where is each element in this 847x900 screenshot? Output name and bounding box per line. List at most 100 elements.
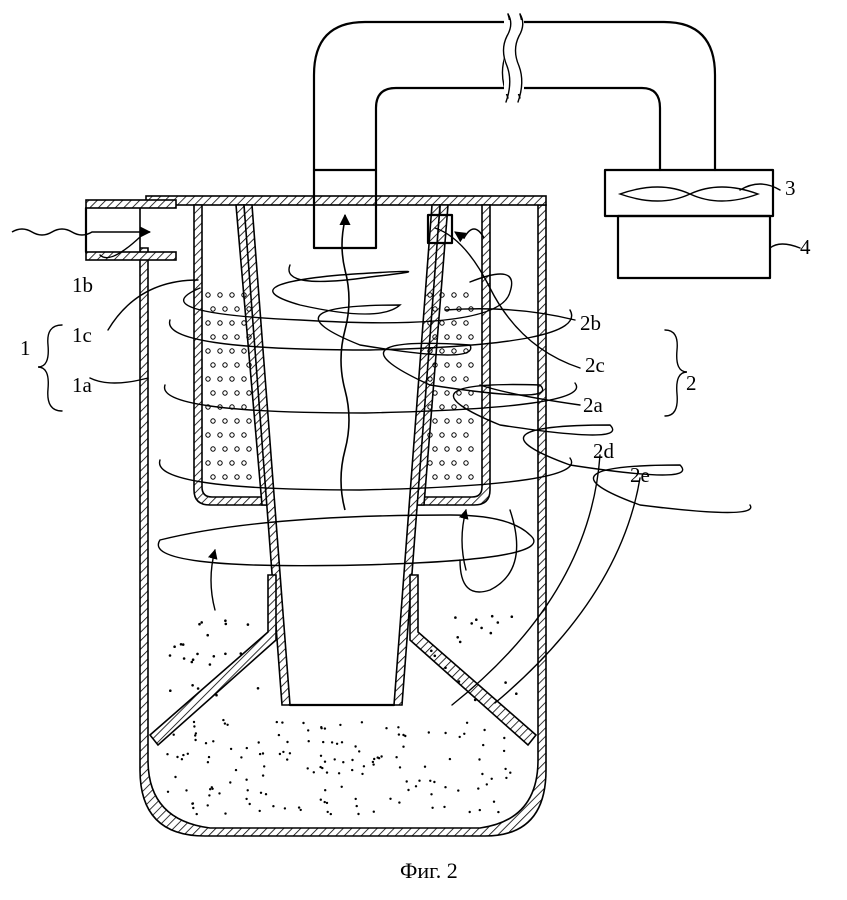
dust-speck — [373, 757, 376, 761]
dust-speck — [333, 758, 336, 761]
inner-cone — [148, 204, 538, 747]
filter-hole — [427, 460, 433, 466]
dust-speck — [191, 684, 194, 687]
dust-speck — [209, 788, 212, 791]
dust-speck — [431, 806, 434, 809]
dust-speck — [240, 756, 243, 759]
dust-speck — [360, 721, 364, 724]
dust-speck — [340, 785, 343, 788]
dust-speck — [297, 806, 301, 809]
dust-speck — [226, 723, 229, 726]
dust-speck — [325, 771, 329, 774]
filter-hole — [229, 404, 235, 410]
dust-speck — [323, 760, 327, 763]
dust-speck — [465, 721, 469, 724]
filter-hole — [229, 348, 235, 354]
dust-speck — [433, 780, 436, 784]
dust-speck — [372, 810, 375, 813]
dust-speck — [208, 794, 211, 797]
dust-speck — [470, 622, 474, 625]
filter-hole — [456, 446, 462, 452]
dust-speck — [215, 693, 218, 697]
filter-hole — [463, 348, 469, 354]
dust-speck — [319, 765, 322, 769]
dust-speck — [206, 633, 209, 637]
filter-hole — [234, 362, 240, 368]
filter-hole — [234, 390, 240, 396]
dust-speck — [339, 723, 342, 727]
dust-speck — [319, 798, 322, 801]
filter-hole — [463, 404, 469, 410]
dust-speck — [395, 756, 398, 759]
dust-speck — [192, 806, 195, 810]
motor-unit — [616, 214, 772, 280]
filter-hole — [427, 432, 433, 438]
filter-hole — [451, 460, 457, 466]
filter-hole — [463, 320, 469, 326]
filter-hole — [463, 376, 469, 382]
dust-speck — [261, 774, 265, 777]
dust-speck — [168, 654, 172, 657]
dust-speck — [325, 801, 329, 805]
dust-speck — [246, 789, 249, 792]
dust-speck — [176, 755, 179, 759]
label-2b: 2b — [580, 311, 601, 335]
dust-speck — [458, 735, 461, 739]
dust-speck — [397, 733, 401, 736]
dust-speck — [454, 616, 457, 619]
filter-hole — [468, 446, 474, 452]
filter-hole — [444, 474, 450, 480]
dust-speck — [342, 761, 345, 764]
filter-hole — [444, 334, 450, 340]
filter-hole — [456, 334, 462, 340]
filter-holes-right — [427, 292, 474, 480]
dust-speck — [477, 787, 480, 790]
label-2e: 2e — [630, 463, 650, 487]
dust-speck — [224, 812, 227, 815]
dust-speck — [319, 754, 323, 757]
filter-hole — [241, 376, 247, 382]
dust-speck — [245, 746, 248, 750]
dust-speck — [372, 763, 375, 766]
dust-speck — [222, 718, 225, 722]
vortex-flow — [157, 264, 752, 611]
dust-speck — [490, 777, 493, 780]
dust-speck — [207, 755, 211, 759]
dust-speck — [427, 731, 430, 734]
dust-speck — [229, 747, 233, 751]
dust-speck — [430, 649, 433, 653]
dust-speck — [307, 729, 310, 732]
dust-speck — [224, 619, 227, 622]
dust-speck — [248, 802, 251, 806]
dust-speck — [444, 731, 447, 735]
filter-hole — [439, 320, 445, 326]
filter-hole — [234, 474, 240, 480]
dust-speck — [515, 692, 518, 695]
dust-speck — [299, 808, 302, 812]
filter-hole — [246, 446, 252, 452]
bleed-nozzle — [426, 204, 485, 245]
dust-speck — [306, 767, 309, 770]
dust-speck — [509, 771, 512, 774]
dust-speck — [173, 645, 176, 648]
dust-speck — [443, 805, 446, 809]
dust-speck — [283, 807, 287, 810]
label-2a: 2a — [583, 393, 604, 417]
filter-hole — [229, 292, 235, 298]
dust-speck — [362, 765, 366, 768]
dust-speck — [329, 812, 332, 816]
dust-speck — [398, 766, 402, 769]
dust-speck — [182, 753, 185, 757]
filter-hole — [222, 334, 228, 340]
filter-hole — [468, 334, 474, 340]
filter-hole — [427, 320, 433, 326]
filter-hole — [432, 362, 438, 368]
dust-speck — [190, 660, 194, 664]
dust-speck — [192, 720, 196, 724]
filter-hole — [432, 306, 438, 312]
label-3: 3 — [785, 176, 796, 200]
label-1: 1 — [20, 336, 31, 360]
filter-hole — [222, 306, 228, 312]
filter-hole — [439, 348, 445, 354]
dust-speck — [473, 698, 477, 702]
